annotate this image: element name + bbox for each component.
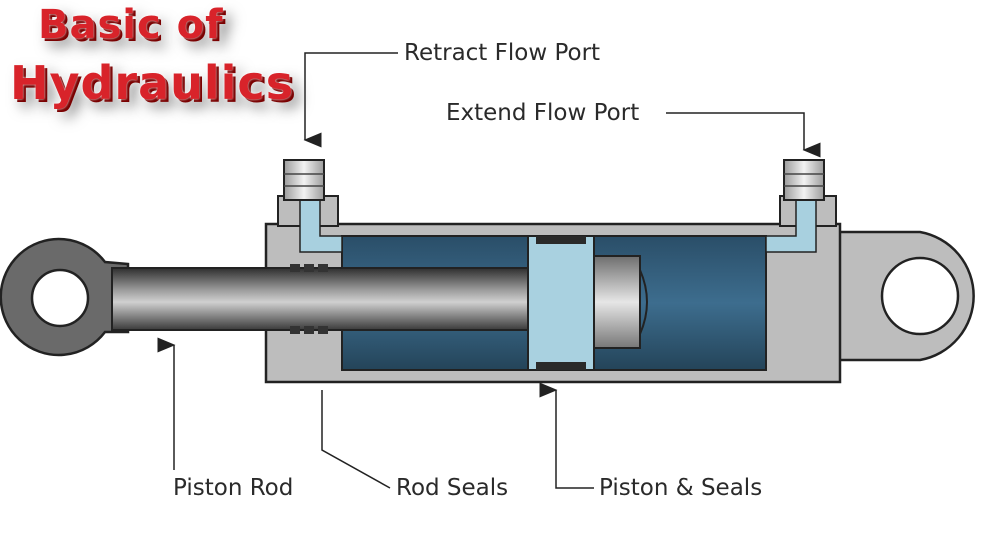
leader-piston-seals [539, 382, 594, 489]
label-piston-seals: Piston & Seals [599, 475, 763, 501]
extend-port-fitting [783, 159, 825, 201]
leader-rod-seals [321, 390, 391, 489]
piston-seal-top [536, 236, 586, 244]
label-retract-flow-port: Retract Flow Port [404, 40, 601, 66]
leader-extend-port [666, 112, 821, 158]
piston-seal-bottom [536, 362, 586, 370]
piston-nut [593, 255, 648, 349]
retract-port-fitting [283, 159, 325, 201]
leader-retract-port [303, 52, 398, 148]
piston-rod [111, 267, 533, 331]
rod-eye [0, 237, 130, 357]
rear-clevis-mount [836, 230, 975, 362]
label-piston-rod: Piston Rod [173, 475, 294, 501]
title-line-2: Hydraulics [10, 56, 295, 110]
rod-seals [290, 264, 328, 334]
label-rod-seals: Rod Seals [396, 475, 509, 501]
label-extend-flow-port: Extend Flow Port [446, 100, 640, 126]
piston-head [527, 235, 595, 371]
title-line-1: Basic of [38, 2, 224, 48]
